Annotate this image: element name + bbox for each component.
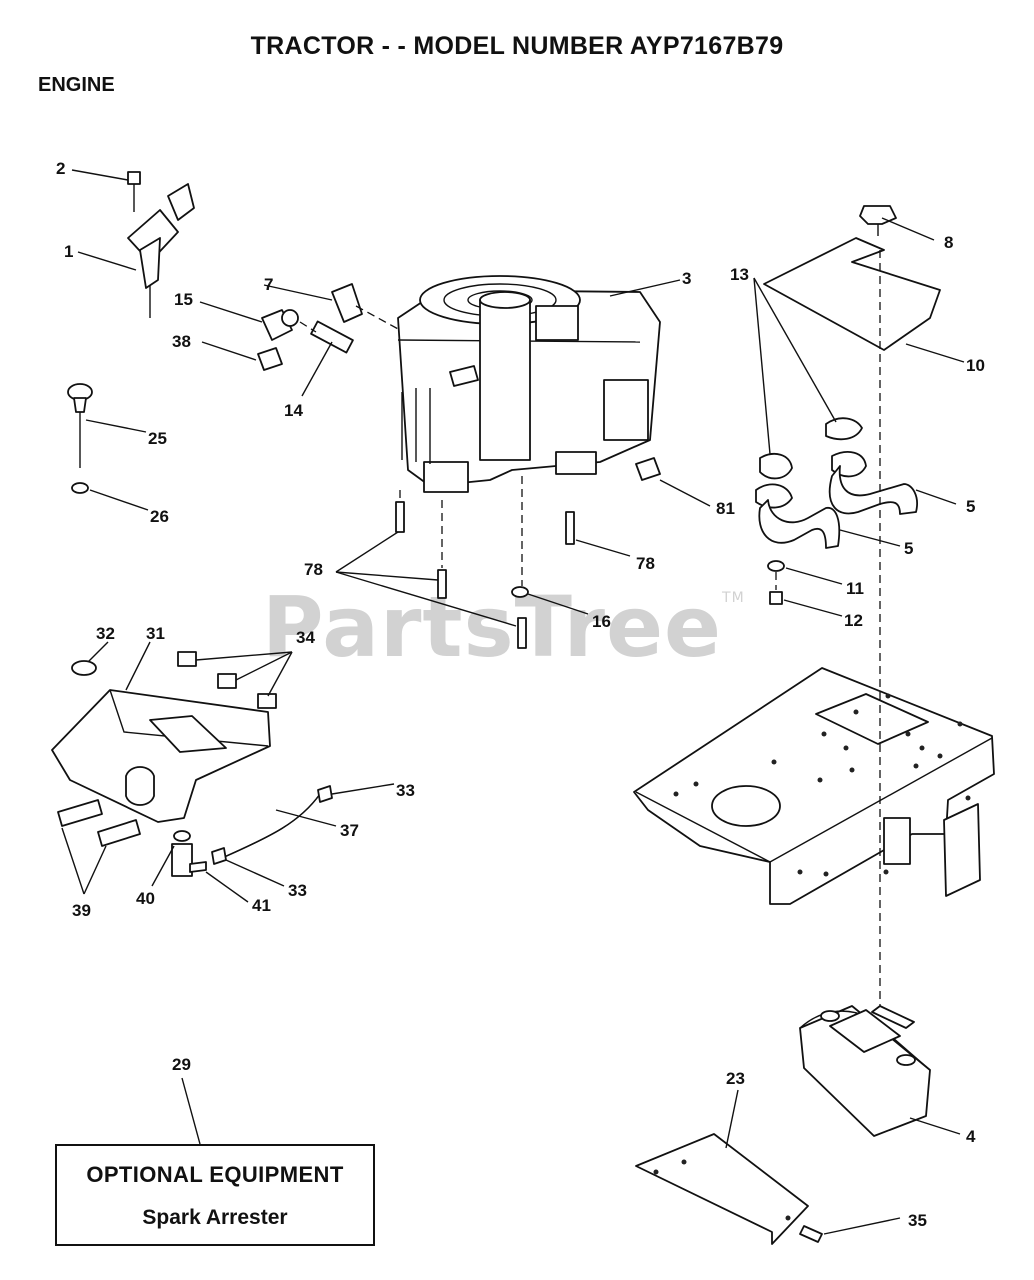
fuel-line-part (171, 785, 333, 877)
exhaust-pipes-part (755, 417, 918, 605)
optional-equipment-heading: OPTIONAL EQUIPMENT (86, 1162, 344, 1187)
callout-15: 15 (174, 290, 193, 309)
callout-81: 81 (716, 499, 735, 518)
page-title: TRACTOR - - MODEL NUMBER AYP7167B79 (250, 32, 784, 60)
callout-38: 38 (172, 332, 191, 351)
fuel-fittings-part (257, 283, 401, 371)
callout-2: 2 (56, 159, 65, 178)
callout-78-left: 78 (304, 560, 323, 579)
callout-32: 32 (96, 624, 115, 643)
callout-13: 13 (730, 265, 749, 284)
muffler-part (799, 1005, 931, 1137)
callout-4: 4 (966, 1127, 976, 1146)
leader-lines (61, 169, 965, 1235)
callout-14: 14 (284, 401, 303, 420)
muffler-shield-part (635, 1133, 823, 1245)
callout-3: 3 (682, 269, 691, 288)
callout-35: 35 (908, 1211, 927, 1230)
callout-40: 40 (136, 889, 155, 908)
callout-29: 29 (172, 1055, 191, 1074)
trademark-mark: TM (722, 590, 745, 606)
callout-7: 7 (264, 275, 273, 294)
callout-5-lower: 5 (904, 539, 913, 558)
callout-33-lower: 33 (288, 881, 307, 900)
watermark-text: PartsTree (262, 578, 723, 676)
watermark: PartsTreeTM (262, 578, 745, 676)
callout-10: 10 (966, 356, 985, 375)
throttle-control-part (127, 171, 195, 318)
frame-part (633, 667, 995, 905)
callout-5-upper: 5 (966, 497, 975, 516)
optional-equipment-item: Spark Arrester (142, 1206, 288, 1229)
callout-39: 39 (72, 901, 91, 920)
callout-41: 41 (252, 896, 271, 915)
callout-labels: 2 1 7 3 15 38 14 8 10 13 5 5 11 12 25 26… (56, 159, 985, 1230)
callout-25: 25 (148, 429, 167, 448)
callout-31: 31 (146, 624, 165, 643)
section-title: ENGINE (38, 74, 115, 96)
callout-78-right: 78 (636, 554, 655, 573)
callout-12: 12 (844, 611, 863, 630)
engine-bolts-part (395, 457, 661, 649)
callout-37: 37 (340, 821, 359, 840)
callout-1: 1 (64, 242, 73, 261)
optional-equipment-box: OPTIONAL EQUIPMENT Spark Arrester (55, 1144, 375, 1246)
heat-shield-part (763, 205, 941, 351)
callout-23: 23 (726, 1069, 745, 1088)
engine-cover-part (51, 651, 277, 847)
engine-part (397, 275, 661, 493)
callout-33-upper: 33 (396, 781, 415, 800)
callout-26: 26 (150, 507, 169, 526)
callout-8: 8 (944, 233, 953, 252)
callout-11: 11 (846, 579, 864, 598)
callout-16: 16 (592, 612, 611, 631)
dipstick-part (67, 383, 93, 494)
callout-34: 34 (296, 628, 315, 647)
alignment-lines (775, 250, 881, 1006)
